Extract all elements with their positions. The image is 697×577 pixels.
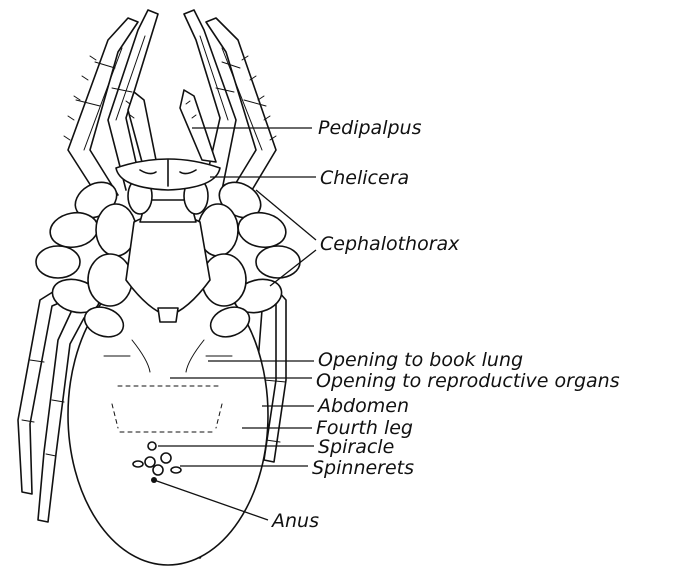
label-opening-book-lung: Opening to book lung <box>318 349 523 371</box>
label-anus: Anus <box>270 510 319 532</box>
label-spinnerets: Spinnerets <box>312 457 414 479</box>
labels: Pedipalpus Chelicera Cephalothorax Openi… <box>270 117 620 532</box>
pedipalps <box>126 90 216 162</box>
label-spiracle: Spiracle <box>318 436 394 458</box>
label-cephalothorax: Cephalothorax <box>320 233 460 255</box>
label-opening-reproductive-organs: Opening to reproductive organs <box>316 370 620 392</box>
label-chelicera: Chelicera <box>320 167 409 189</box>
cephalothorax <box>36 159 300 342</box>
label-pedipalpus: Pedipalpus <box>318 117 422 139</box>
label-abdomen: Abdomen <box>316 395 409 417</box>
